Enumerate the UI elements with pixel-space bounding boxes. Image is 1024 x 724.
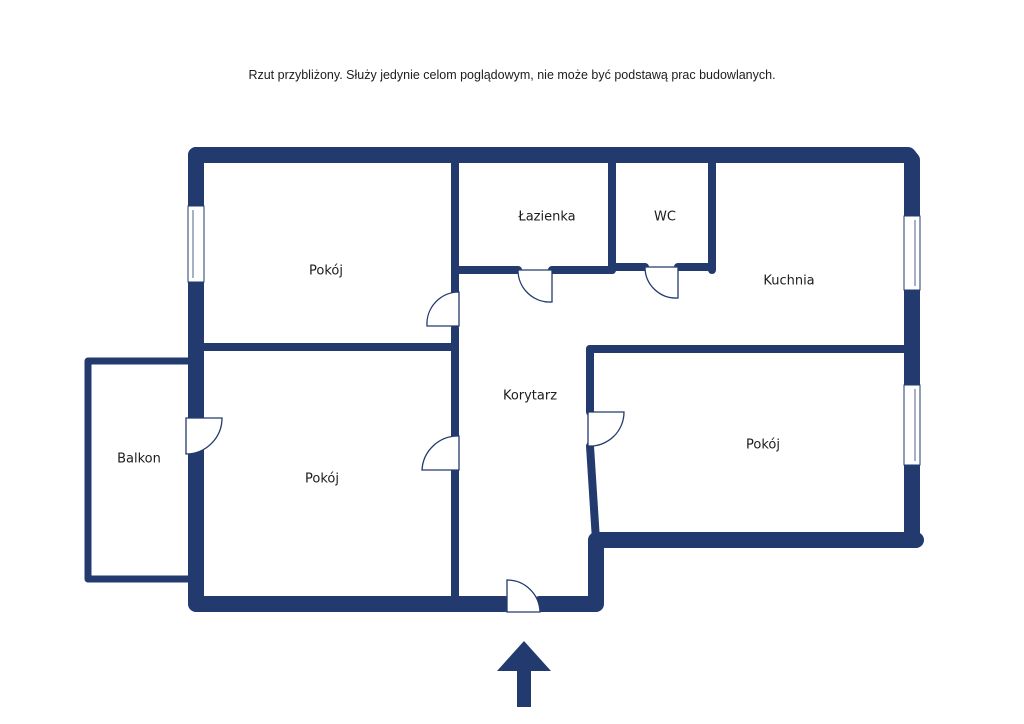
room-label-wc: WC [654, 210, 676, 225]
room-label-kuchnia: Kuchnia [763, 274, 814, 289]
room-label-pokoj-1: Pokój [309, 264, 343, 279]
room-label-balkon: Balkon [117, 452, 161, 467]
interior-walls [199, 156, 912, 600]
room-label-lazienka: Łazienka [517, 210, 575, 225]
room-label-pokoj-2: Pokój [305, 472, 339, 487]
window-pokoj3 [903, 384, 921, 466]
door-pokoj3 [587, 411, 625, 447]
door-wc [644, 266, 679, 299]
door-lazienka [517, 269, 553, 303]
window-pokoj1 [187, 205, 205, 283]
door-pokoj2 [421, 435, 460, 471]
door-pokoj1 [426, 291, 460, 327]
wall-korytarz-east-lower [586, 442, 600, 544]
room-label-pokoj-3: Pokój [746, 438, 780, 453]
room-labels: Pokój Łazienka WC Kuchnia Korytarz Balko… [117, 210, 815, 487]
window-kuchnia [903, 215, 921, 291]
door-entrance [506, 579, 541, 613]
outer-wall-west-south [188, 147, 513, 612]
disclaimer-text: Rzut przybliżony. Służy jedynie celom po… [248, 68, 776, 82]
outer-wall-south-east [532, 532, 924, 612]
door-balkon [185, 417, 223, 455]
arrow-up-icon [497, 641, 551, 707]
room-label-korytarz: Korytarz [503, 389, 557, 404]
balcony-wall [84, 357, 192, 583]
windows [187, 205, 921, 466]
doors [185, 266, 679, 613]
